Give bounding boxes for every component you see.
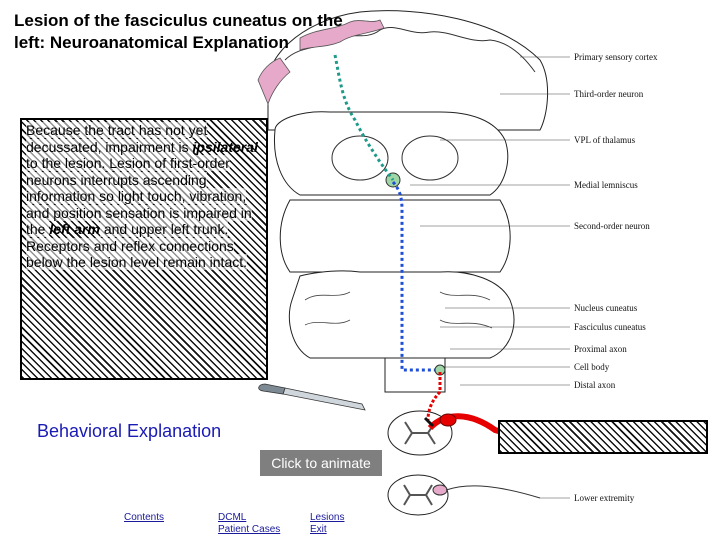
postcentral-gyrus-highlight: [299, 19, 385, 51]
upper-dorsal-root-ganglion: [439, 413, 457, 427]
nav-dcml-line1: DCML: [218, 512, 247, 523]
nav-dcml-patient-cases-link[interactable]: DCML Patient Cases: [218, 512, 280, 536]
label-lower-extremity: Lower extremity: [574, 493, 635, 503]
label-vpl-thalamus: VPL of thalamus: [574, 135, 636, 145]
third-order-pathway: [333, 54, 395, 181]
lower-medulla: [384, 357, 446, 393]
nav-exit: Exit: [310, 524, 327, 535]
first-order-central-pathway: [426, 372, 442, 421]
label-proximal-axon: Proximal axon: [574, 344, 627, 354]
nav-dcml-line2: Patient Cases: [218, 524, 281, 535]
label-cell-body: Cell body: [574, 362, 610, 372]
explanation-box: Because the tract has not yet decussated…: [20, 118, 268, 380]
grey-matter-lumbar: [403, 484, 433, 506]
label-leaders: [410, 56, 570, 499]
lower-extremity-nerve: [445, 485, 541, 499]
second-order-pathway: [391, 181, 440, 372]
brainstem-pons: [279, 199, 511, 273]
label-primary-sensory-cortex: Primary sensory cortex: [574, 52, 658, 62]
cortex-pink-strip: [257, 57, 291, 106]
lower-dorsal-root-ganglion: [432, 484, 448, 496]
label-third-order-neuron: Third-order neuron: [574, 89, 644, 99]
thalamus-left: [331, 135, 389, 181]
nav-lesions-exit-link[interactable]: Lesions Exit: [310, 512, 344, 536]
label-nucleus-cuneatus: Nucleus cuneatus: [574, 303, 638, 313]
explanation-text-1: Because the tract has not yet decussated…: [26, 122, 208, 155]
label-second-order-neuron: Second-order neuron: [574, 221, 650, 231]
label-medial-lemniscus: Medial lemniscus: [574, 180, 638, 190]
label-distal-axon: Distal axon: [574, 380, 616, 390]
explanation-emphasis-left-arm: left arm: [49, 221, 100, 237]
scalpel-icon: [258, 383, 366, 411]
nav-lesions: Lesions: [310, 512, 345, 523]
hatched-placeholder-box: [498, 420, 708, 454]
animate-button[interactable]: Click to animate: [260, 450, 382, 476]
page-title: Lesion of the fasciculus cuneatus on the…: [14, 11, 343, 52]
nav-contents-link[interactable]: Contents: [124, 512, 165, 523]
cerebellar-folia: [304, 291, 493, 329]
behavioral-explanation-link[interactable]: Behavioral Explanation: [32, 418, 248, 446]
explanation-emphasis-ipsilateral: ipsilateral: [192, 138, 258, 155]
first-order-peripheral-pathway: [427, 413, 561, 451]
thalamus-right: [401, 135, 459, 181]
label-fasciculus-cuneatus: Fasciculus cuneatus: [574, 322, 646, 332]
explanation-text-3: and upper left trunk. Receptors and refl…: [26, 221, 248, 270]
lesion-marker: [423, 416, 435, 428]
